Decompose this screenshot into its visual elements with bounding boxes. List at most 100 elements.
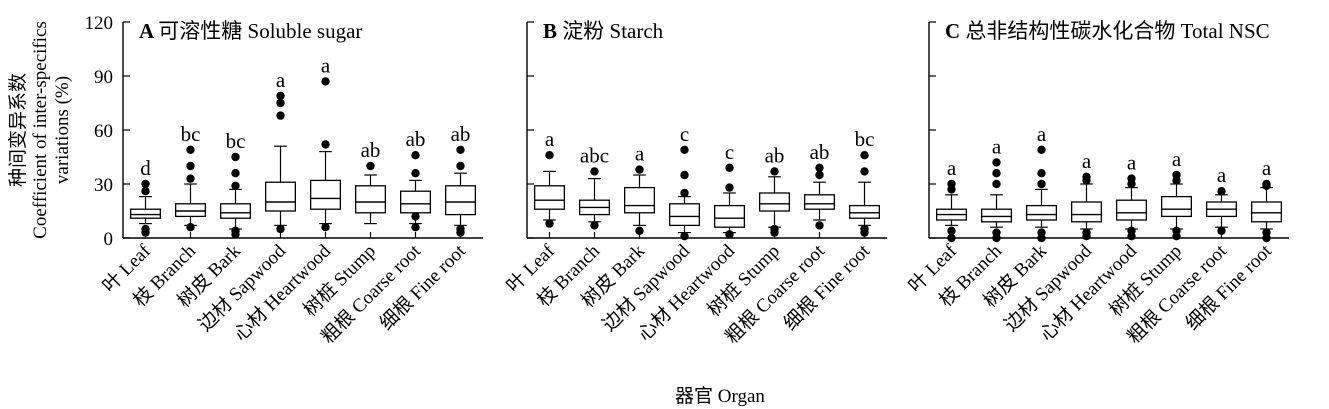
- outlier-point: [276, 98, 285, 108]
- outlier-point: [321, 223, 330, 232]
- y-tick-label: 30: [94, 175, 113, 196]
- outlier-point: [456, 224, 465, 234]
- outlier-point: [590, 221, 599, 230]
- x-axis-label: 器官 Organ: [675, 385, 765, 407]
- outlier-point: [680, 232, 689, 241]
- outlier-point: [815, 163, 824, 172]
- y-axis-label-en-line1: Coefficient of inter-specifics: [30, 21, 51, 239]
- y-tick-label: 120: [85, 13, 114, 34]
- outlier-point: [1037, 228, 1046, 237]
- outlier-point: [276, 111, 285, 120]
- outlier-point: [366, 161, 375, 171]
- outlier-point: [1262, 228, 1271, 237]
- outlier-point: [1172, 226, 1181, 235]
- y-axis-label-en-line2: variations (%): [52, 76, 73, 184]
- outlier-point: [725, 183, 734, 192]
- outlier-point: [141, 187, 150, 196]
- outlier-point: [456, 161, 465, 171]
- box: [981, 208, 1013, 223]
- significance-letter: ab: [361, 138, 381, 162]
- significance-letter: a: [1037, 122, 1047, 146]
- significance-letter: abc: [580, 143, 609, 167]
- box: [534, 185, 566, 210]
- outlier-point: [231, 181, 240, 190]
- outlier-point: [680, 170, 689, 180]
- significance-letter: ab: [810, 140, 830, 164]
- box: [264, 181, 296, 212]
- outlier-point: [590, 167, 599, 176]
- outlier-point: [411, 223, 420, 232]
- box: [1161, 195, 1193, 218]
- outlier-point: [1037, 179, 1046, 189]
- outlier-point: [186, 145, 195, 154]
- panel-title: C 总非结构性碳水化合物 Total NSC: [945, 19, 1270, 43]
- outlier-point: [545, 219, 554, 228]
- outlier-point: [680, 188, 689, 198]
- outlier-point: [141, 224, 150, 234]
- significance-letter: a: [1082, 149, 1092, 173]
- outlier-point: [321, 140, 330, 149]
- box: [354, 185, 386, 214]
- significance-letter: bc: [855, 127, 875, 151]
- box: [759, 192, 791, 212]
- significance-letter: a: [947, 156, 957, 180]
- significance-letter: a: [545, 127, 555, 151]
- outlier-point: [1127, 174, 1136, 183]
- significance-letter: d: [140, 156, 151, 180]
- box: [444, 185, 476, 216]
- outlier-point: [992, 158, 1001, 167]
- box: [624, 186, 656, 214]
- outlier-point: [860, 151, 869, 160]
- outlier-point: [860, 224, 869, 234]
- y-tick-label: 60: [94, 121, 113, 142]
- box: [1116, 199, 1148, 221]
- y-axis-label-cn: 种间变异系数: [7, 73, 29, 187]
- outlier-point: [231, 152, 240, 162]
- significance-letter: c: [680, 122, 689, 146]
- significance-letter: ab: [765, 143, 785, 167]
- y-tick-label: 0: [104, 229, 114, 250]
- outlier-point: [411, 212, 420, 221]
- outlier-point: [725, 230, 734, 239]
- significance-letter: bc: [181, 122, 201, 146]
- outlier-point: [231, 169, 240, 178]
- outlier-point: [992, 169, 1001, 178]
- outlier-point: [545, 151, 554, 160]
- outlier-point: [947, 226, 956, 235]
- outlier-point: [321, 77, 330, 86]
- significance-letter: a: [635, 142, 645, 166]
- box: [309, 179, 341, 210]
- outlier-point: [992, 179, 1001, 189]
- box: [1026, 204, 1058, 221]
- outlier-point: [860, 167, 869, 176]
- significance-letter: ab: [451, 122, 471, 146]
- significance-letter: ab: [406, 127, 426, 151]
- outlier-point: [992, 228, 1001, 237]
- outlier-point: [231, 226, 240, 235]
- outlier-point: [947, 179, 956, 189]
- outlier-point: [1082, 228, 1091, 237]
- outlier-point: [1037, 169, 1046, 178]
- outlier-point: [1217, 226, 1226, 235]
- outlier-point: [635, 165, 644, 174]
- panel-title: B 淀粉 Starch: [543, 19, 664, 43]
- outlier-point: [1037, 145, 1046, 154]
- significance-letter: a: [321, 53, 331, 77]
- outlier-point: [411, 169, 420, 178]
- significance-letter: a: [1127, 151, 1137, 175]
- box: [219, 203, 251, 219]
- outlier-point: [635, 226, 644, 235]
- box: [804, 194, 836, 210]
- outlier-point: [411, 151, 420, 160]
- box: [174, 203, 206, 218]
- box: [669, 203, 701, 227]
- significance-letter: a: [1262, 156, 1272, 180]
- significance-letter: a: [276, 68, 286, 92]
- box: [129, 208, 161, 219]
- box: [1251, 201, 1283, 223]
- outlier-point: [680, 145, 689, 154]
- box: [399, 190, 431, 214]
- outlier-point: [1082, 172, 1091, 181]
- outlier-point: [1127, 226, 1136, 235]
